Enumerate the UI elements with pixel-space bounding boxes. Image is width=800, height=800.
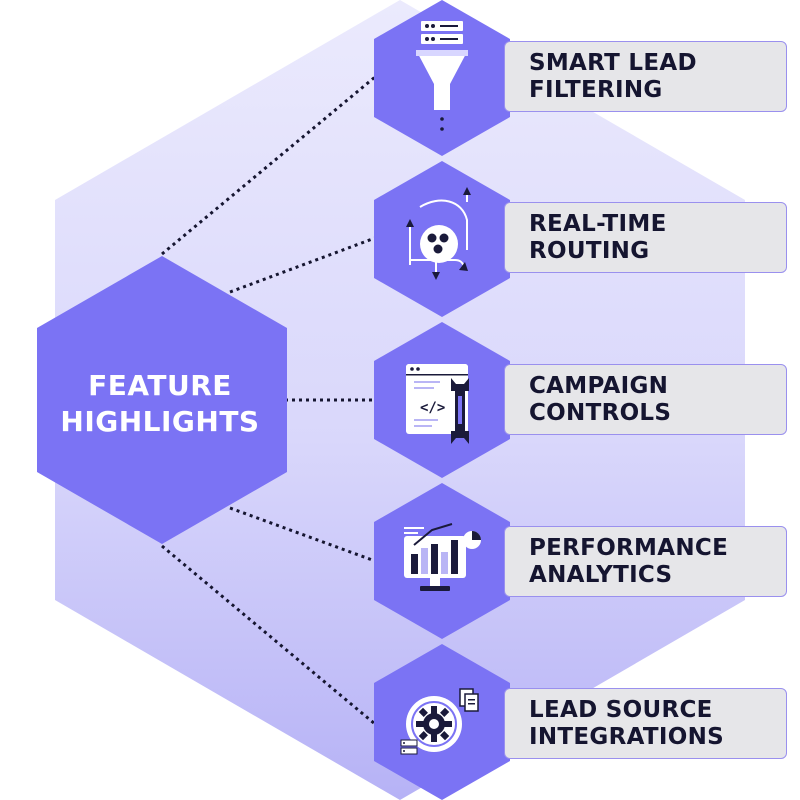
gear-integration-icon <box>400 688 479 755</box>
code-window-wrench-icon: </> <box>406 364 469 444</box>
feature-label-line-1: SMART LEAD <box>529 50 697 76</box>
feature-label-line-2: CONTROLS <box>529 400 672 426</box>
center-hexagon <box>37 256 287 544</box>
feature-label-line-2: FILTERING <box>529 77 663 103</box>
feature-label-line-2: ANALYTICS <box>529 562 673 588</box>
feature-label-line-1: LEAD SOURCE <box>529 697 713 723</box>
connector-2 <box>229 236 376 294</box>
feature-label-real-time-routing: REAL-TIME ROUTING <box>504 202 787 273</box>
connectors <box>161 75 376 726</box>
feature-label-smart-lead-filtering: SMART LEAD FILTERING <box>504 41 787 112</box>
feature-label-line-1: CAMPAIGN <box>529 373 669 399</box>
funnel-server-icon <box>416 21 468 131</box>
analytics-monitor-icon <box>404 523 481 591</box>
feature-label-campaign-controls: CAMPAIGN CONTROLS <box>504 364 787 435</box>
center-title: FEATURE HIGHLIGHTS <box>40 368 280 440</box>
connector-5 <box>161 544 376 726</box>
feature-label-performance-analytics: PERFORMANCE ANALYTICS <box>504 526 787 597</box>
feature-label-line-1: REAL-TIME <box>529 211 667 237</box>
center-title-line-2: HIGHLIGHTS <box>60 405 260 438</box>
feature-label-line-1: PERFORMANCE <box>529 535 729 561</box>
svg-text:</>: </> <box>420 400 445 416</box>
feature-label-line-2: ROUTING <box>529 238 650 264</box>
routing-arrows-icon <box>406 187 471 280</box>
feature-label-line-2: INTEGRATIONS <box>529 724 725 750</box>
connector-4 <box>229 506 376 563</box>
feature-label-lead-source-integrations: LEAD SOURCE INTEGRATIONS <box>504 688 787 759</box>
center-title-line-1: FEATURE <box>88 369 232 402</box>
